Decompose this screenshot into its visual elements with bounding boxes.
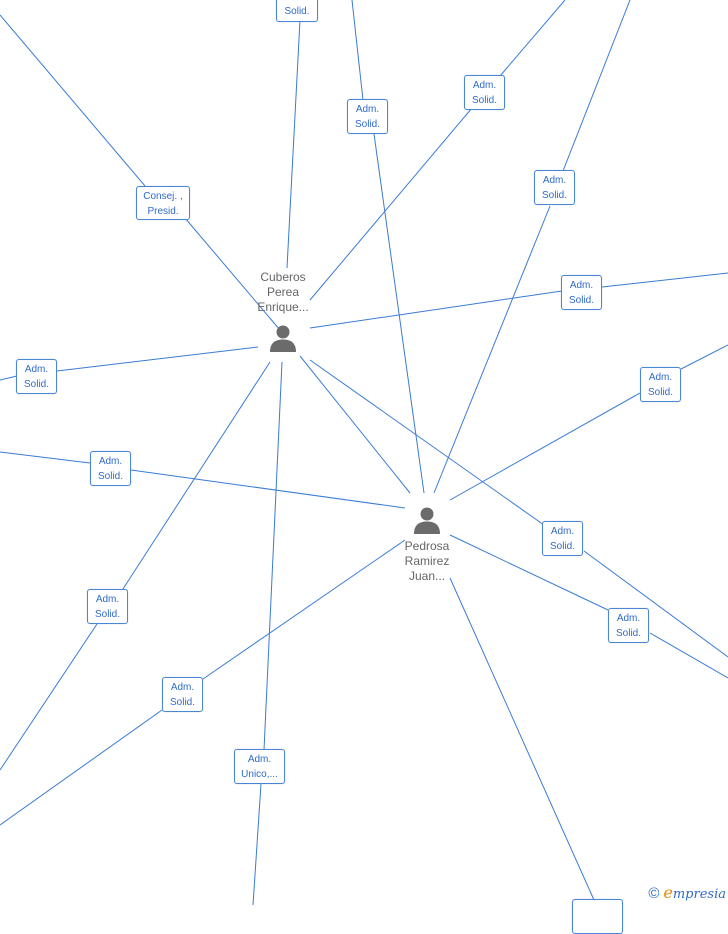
edge [680, 344, 728, 370]
edge [252, 783, 262, 905]
role-line-1: Consej. , [143, 191, 183, 202]
edge [309, 107, 473, 301]
role-box[interactable]: Adm. Solid. [561, 275, 602, 310]
edge [351, 0, 364, 101]
role-line-2: Unico,... [241, 769, 278, 780]
role-line-1: Adm. [542, 175, 567, 186]
name-line: Ramirez [404, 554, 450, 568]
role-line-2: Presid. [147, 206, 179, 217]
edge [309, 359, 545, 526]
role-box[interactable]: Adm. Solid. [640, 367, 681, 402]
edge [0, 623, 98, 771]
edge [0, 375, 18, 381]
role-line-2: Solid. [541, 190, 567, 201]
role-line-1: Adm. [616, 613, 641, 624]
role-box[interactable]: Consej. , Presid. [136, 186, 190, 220]
role-box[interactable]: Adm. Solid. [90, 451, 131, 486]
edge [449, 392, 641, 501]
role-line-2: Solid. [615, 628, 641, 639]
person-icon [270, 325, 296, 352]
role-box[interactable]: Adm. Solid. [16, 359, 57, 394]
role-box[interactable]: Adm. Unico,... [234, 749, 285, 784]
person-name: Pedrosa Ramirez Juan... [387, 539, 467, 584]
edge [373, 133, 425, 494]
role-box[interactable]: Adm. Solid. [87, 589, 128, 624]
role-line-1: Adm. [472, 80, 497, 91]
name-line: Cuberos [260, 270, 306, 284]
edge [56, 346, 259, 372]
edge [433, 205, 551, 494]
edge [583, 550, 728, 658]
role-line-2: Solid. [549, 541, 575, 552]
role-line-2: Solid. [94, 609, 120, 620]
edge [120, 361, 271, 593]
role-line-1: Adm. [648, 372, 673, 383]
name-line: Enrique... [257, 300, 309, 314]
name-line: Juan... [408, 569, 446, 583]
edge [0, 14, 146, 187]
role-line-2: Solid. [284, 6, 310, 17]
edge [649, 632, 728, 679]
edge [0, 709, 163, 826]
role-line-2: Solid. [23, 379, 49, 390]
role-line-2: Solid. [568, 295, 594, 306]
role-line-2: Solid. [169, 697, 195, 708]
role-line-1: Adm. [550, 526, 575, 537]
role-line-1: Adm. [98, 456, 123, 467]
edge [449, 577, 595, 901]
edge [130, 469, 406, 509]
role-box[interactable]: Adm. Solid. [162, 677, 203, 712]
edge [263, 361, 283, 751]
edge [562, 0, 631, 172]
person-node-cuberos[interactable]: Cuberos Perea Enrique... [243, 270, 323, 353]
role-line-1: Adm. [569, 280, 594, 291]
role-box[interactable]: Adm. Solid. [464, 75, 505, 110]
brand-logo-initial: e [663, 883, 673, 902]
role-box[interactable]: Adm. Solid. [347, 99, 388, 134]
name-line: Perea [266, 285, 300, 299]
role-box[interactable]: Solid. [276, 0, 318, 22]
name-line: Pedrosa [404, 539, 450, 553]
edge [286, 19, 301, 269]
edge [299, 355, 411, 494]
role-box[interactable]: Adm. Solid. [534, 170, 575, 205]
role-line-1: Adm. [355, 104, 380, 115]
role-line-1: Adm. [24, 364, 49, 375]
brand-watermark: ©empresia [648, 883, 726, 902]
edge [202, 539, 406, 680]
edge [184, 217, 281, 331]
role-line-2: Solid. [97, 471, 123, 482]
role-box[interactable]: Adm. Solid. [608, 608, 649, 643]
edge [449, 534, 609, 611]
role-line-1: Adm. [247, 754, 272, 765]
edge [601, 272, 728, 288]
person-name: Cuberos Perea Enrique... [243, 270, 323, 315]
role-line-2: Solid. [471, 95, 497, 106]
network-edges [0, 0, 728, 905]
brand-name: mpresia [672, 887, 726, 902]
edge [309, 290, 563, 329]
edge [0, 451, 91, 464]
edge [499, 0, 566, 77]
person-icon [414, 507, 440, 534]
role-line-2: Solid. [354, 119, 380, 130]
role-line-2: Solid. [647, 387, 673, 398]
role-line-1: Adm. [95, 594, 120, 605]
person-node-pedrosa[interactable]: Pedrosa Ramirez Juan... [387, 505, 467, 584]
role-box[interactable] [572, 899, 623, 934]
role-line-1: Adm. [170, 682, 195, 693]
copyright-icon: © [648, 885, 660, 902]
role-box[interactable]: Adm. Solid. [542, 521, 583, 556]
